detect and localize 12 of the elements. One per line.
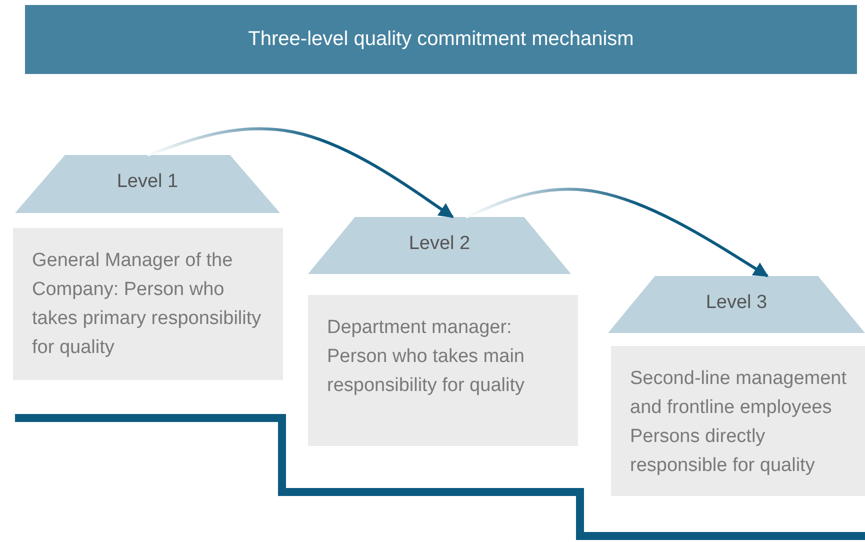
level-trapezoid [15, 155, 280, 213]
curved-arrow [147, 127, 454, 218]
level-label: Level 3 [706, 292, 768, 314]
description-text: Second-line management and frontline employees Persons directly responsible for quality [630, 367, 848, 478]
curved-arrow [465, 188, 769, 278]
level-trapezoid [308, 217, 571, 274]
title: Three-level quality commitment mechanism [248, 28, 634, 51]
description-text: General Manager of the Company: Person who takes primary responsibility for quality [32, 249, 262, 360]
level-trapezoid [608, 276, 865, 333]
description-text: Department manager: Person who takes main responsibility for quality [327, 316, 526, 398]
level-label: Level 1 [116, 171, 178, 193]
level-label: Level 2 [408, 232, 470, 254]
